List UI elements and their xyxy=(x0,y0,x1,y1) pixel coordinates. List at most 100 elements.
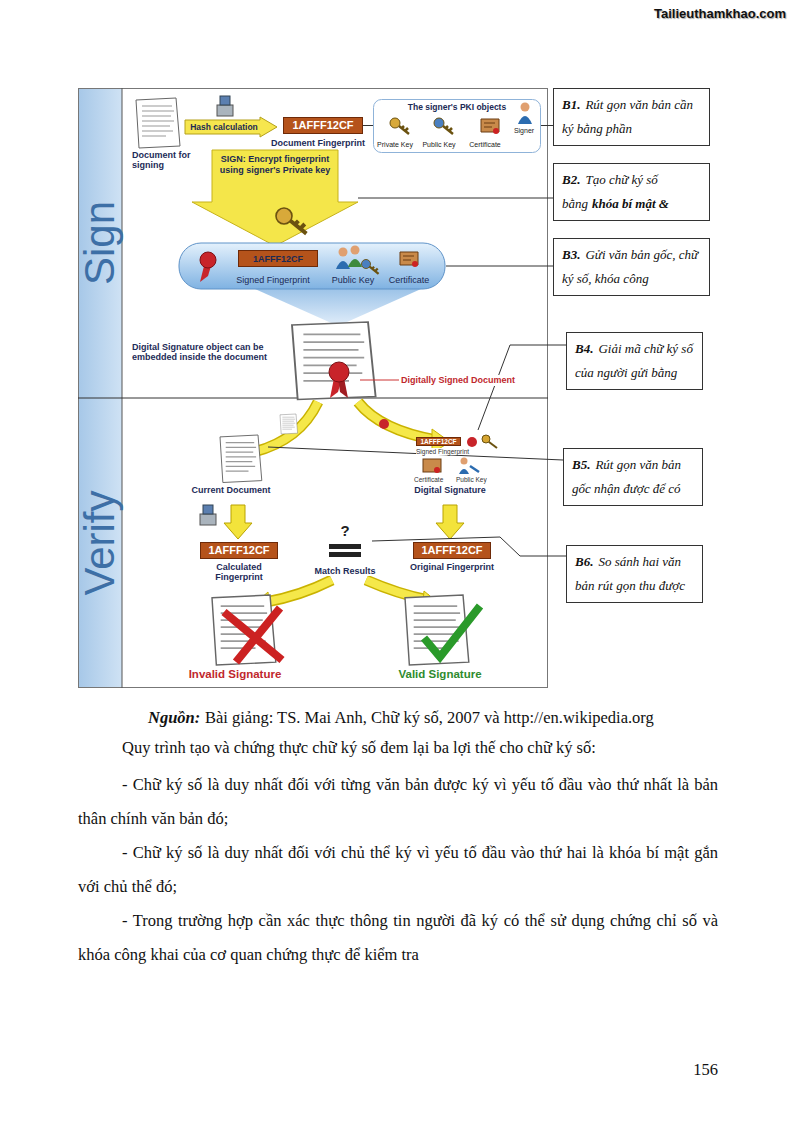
fingerprint-box: 1AFFF12CF xyxy=(283,117,363,134)
node-text: B6. xyxy=(575,554,593,569)
body-text: - Chữ ký số là duy nhất đối với từng văn… xyxy=(78,768,718,836)
node-text: Signer xyxy=(507,127,541,135)
scanner-icon xyxy=(200,505,216,525)
body-text: - Trong trường hợp cần xác thực thông ti… xyxy=(78,904,718,972)
curved-arrow-part xyxy=(358,402,436,440)
pki-panel-shape-part-part xyxy=(434,118,444,128)
signed-band-shape-part xyxy=(200,266,211,282)
scanner-icon xyxy=(217,96,233,116)
small-document xyxy=(280,414,298,434)
hash-arrow-shape-part xyxy=(185,117,277,137)
node-text: 1AFFF12CF xyxy=(208,544,269,556)
pki-panel-shape-part xyxy=(518,116,532,124)
digital-signature-icons-part xyxy=(482,435,490,443)
part-label: Document for signing xyxy=(132,150,194,170)
fingerprint-box: 1AFFF12CF xyxy=(200,542,278,559)
leader-line xyxy=(478,345,566,430)
node-text: khóa bí mật & xyxy=(592,196,669,211)
signed-band-shape-part-part xyxy=(370,267,379,274)
body-text: - Chữ ký số là duy nhất đối với chủ thể … xyxy=(78,836,718,904)
node-text: 1AFFF12CF xyxy=(253,254,303,264)
sign-arrow-shape-part-part xyxy=(290,221,306,234)
signed-document xyxy=(292,322,376,400)
leader-line xyxy=(268,447,563,460)
section-title: Verify xyxy=(76,393,124,693)
leader-line xyxy=(358,198,553,199)
result-label: Invalid Signature xyxy=(180,667,290,681)
part-label: Document Fingerprint xyxy=(266,138,370,148)
signed-band-shape-part xyxy=(200,252,216,268)
pki-panel-shape-part-part xyxy=(443,126,453,134)
curved-arrow-part xyxy=(266,580,332,602)
result-label: Valid Signature xyxy=(382,667,498,681)
signed-band-shape-part xyxy=(336,261,350,269)
digital-signature-icons-part xyxy=(434,467,440,473)
pki-panel-shape-part-part xyxy=(390,118,400,128)
pki-panel: The signer's PKI objectsPrivate KeyPubli… xyxy=(373,99,541,153)
node-text: Gửi văn bản gốc, chữ ký số, khóa công xyxy=(562,247,698,286)
part-label: Public Key xyxy=(456,476,494,483)
node-text: Public Key xyxy=(417,141,461,149)
equals-sign xyxy=(329,544,361,557)
digital-signature-icons-part xyxy=(467,437,477,447)
node-text: Certificate xyxy=(376,275,442,285)
scanner-icon-part xyxy=(203,505,213,514)
node-text: B1. xyxy=(562,97,580,112)
sign-arrow: SIGN: Encrypt fingerprint using signer's… xyxy=(192,150,358,246)
fingerprint-box: 1AFFF12CF xyxy=(238,250,318,267)
pointer-line xyxy=(360,380,399,381)
equals-sign-part xyxy=(329,544,361,549)
node-text: B5. xyxy=(572,457,590,472)
node-text: Public Key xyxy=(323,275,383,285)
scanner-icon-part xyxy=(200,514,216,525)
seal-icon xyxy=(329,362,349,398)
diagram-frame xyxy=(79,89,548,688)
node-text: B2. xyxy=(562,172,580,187)
part-label: Calculated Fingerprint xyxy=(197,562,281,582)
scanner-icon-part xyxy=(217,105,233,116)
curved-arrow-part xyxy=(266,580,332,602)
node-text: B4. xyxy=(575,341,593,356)
part-label: Digital Signature xyxy=(402,485,498,495)
signed-band-shape-part xyxy=(339,248,348,257)
blue-arrow xyxy=(255,289,421,326)
scanner-icon-part xyxy=(220,96,230,105)
body-text: Quy trình tạo và chứng thực chữ ký số đe… xyxy=(122,736,722,760)
node-text: SIGN: Encrypt fingerprint using signer's… xyxy=(216,154,334,176)
digital-signature-icons-part xyxy=(423,459,441,472)
curved-arrow-part xyxy=(254,402,318,452)
small-seal xyxy=(379,419,389,429)
part-label: Digitally Signed Document xyxy=(401,375,533,386)
leader-line xyxy=(446,266,553,267)
note: Digital Signature object can be embedded… xyxy=(132,342,290,362)
digital-signature-icons-part xyxy=(461,458,468,465)
node-text: 1AFFF12CF xyxy=(420,438,456,445)
digital-signature-icons-part xyxy=(470,466,479,472)
signed-band: Signed FingerprintPublic KeyCertificate 1… xyxy=(178,242,446,290)
curved-arrow-part xyxy=(254,402,318,452)
pki-panel-shape-part xyxy=(521,103,530,112)
document-icon xyxy=(136,98,180,148)
node-text: Private Key xyxy=(373,141,417,149)
digital-signature-icons-part xyxy=(459,469,469,474)
part-label: Signed Fingerprint xyxy=(416,448,474,455)
signed-band-shape-part xyxy=(403,256,414,260)
callout-box: B6.So sánh hai văn bản rút gọn thu được xyxy=(566,545,703,603)
green-check xyxy=(424,606,480,657)
source-label: Nguồn: xyxy=(148,706,200,730)
question-mark: ? xyxy=(337,522,353,539)
signed-band-shape-part xyxy=(362,260,379,274)
pki-panel-shape-part xyxy=(484,123,495,127)
part-label: Certificate xyxy=(414,476,452,483)
node-text: Signed Fingerprint xyxy=(223,275,323,285)
signed-band-shape-part-part xyxy=(362,260,371,269)
callout-box: B1.Rút gọn văn bản cần ký bằng phần xyxy=(553,88,710,146)
fingerprint-box: 1AFFF12CF xyxy=(416,437,461,446)
pki-panel-shape-part xyxy=(493,128,499,134)
curved-arrow-part xyxy=(358,402,436,440)
equals-sign-part xyxy=(329,552,361,557)
hash-arrow: Hash calculation xyxy=(184,117,278,137)
pki-panel-shape-part xyxy=(434,118,453,134)
fingerprint-box: 1AFFF12CF xyxy=(413,542,491,559)
